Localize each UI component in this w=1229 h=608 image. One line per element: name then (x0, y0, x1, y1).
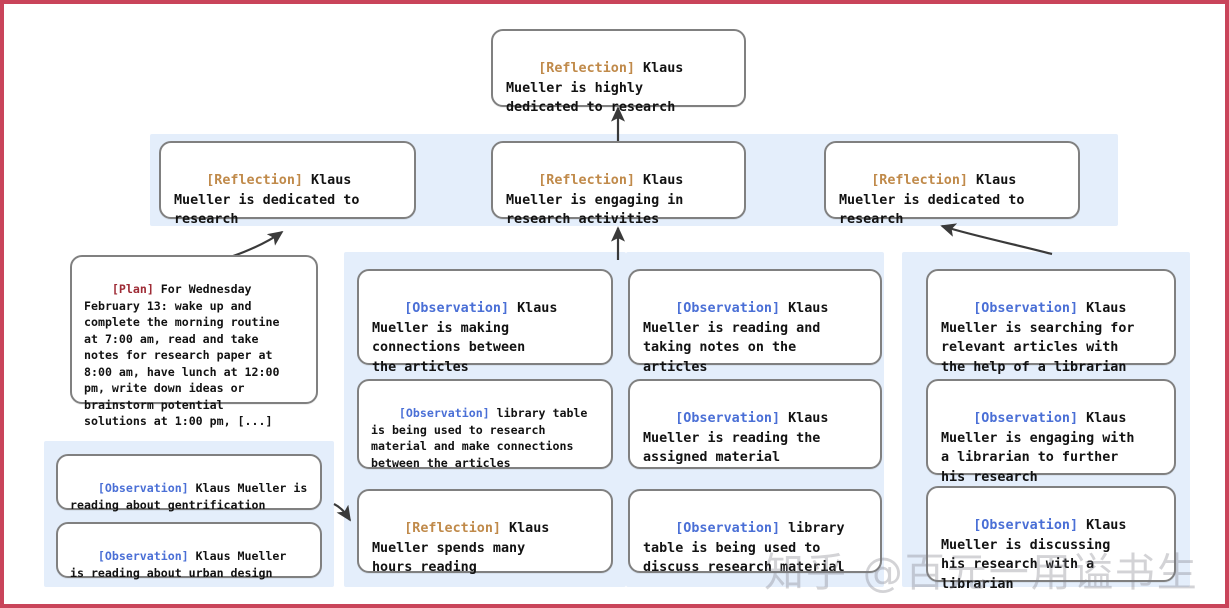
root-reflection-text: Klaus Mueller is highly dedicated to res… (506, 61, 684, 116)
col2-card-1[interactable]: [Observation] Klaus Mueller is reading a… (628, 269, 882, 375)
col1-card-3[interactable]: [Reflection] Klaus Mueller spends many h… (357, 489, 613, 576)
observation-tag: [Observation] (973, 301, 1079, 317)
observation-tag: [Observation] (675, 411, 781, 427)
observation-tag: [Observation] (675, 521, 781, 537)
plan-text: For Wednesday February 13: wake up and c… (84, 282, 280, 429)
observation-text: library table is being used to research … (371, 406, 588, 470)
col3-card-2[interactable]: [Observation] Klaus Mueller is engaging … (926, 379, 1176, 485)
left-observation-card-2[interactable]: [Observation] Klaus Mueller is reading a… (56, 522, 322, 580)
observation-tag: [Observation] (404, 301, 510, 317)
reflection-text: Klaus Mueller spends many hours reading (372, 521, 550, 576)
observation-tag: [Observation] (973, 518, 1079, 534)
reflection-card-right[interactable]: [Reflection] Klaus Mueller is dedicated … (824, 141, 1080, 227)
reflection-text: Klaus Mueller is dedicated to research (839, 173, 1025, 228)
plan-tag: [Plan] (111, 282, 154, 297)
observation-tag: [Observation] (97, 481, 189, 496)
reflection-text: Klaus Mueller is dedicated to research (174, 173, 360, 228)
observation-tag: [Observation] (97, 549, 189, 564)
arrow-col3-to-right-reflection (940, 223, 1053, 256)
observation-text: Klaus Mueller is engaging with a librari… (941, 411, 1135, 485)
reflection-tag: [Reflection] (871, 173, 968, 189)
observation-text: Klaus Mueller is discussing his research… (941, 518, 1127, 592)
reflection-tag: [Reflection] (404, 521, 501, 537)
observation-text: Klaus Mueller is reading and taking note… (643, 301, 829, 375)
observation-text: Klaus Mueller is reading the assigned ma… (643, 411, 829, 466)
observation-tag: [Observation] (675, 301, 781, 317)
observation-text: library table is being used to discuss r… (643, 521, 845, 576)
reflection-card-middle[interactable]: [Reflection] Klaus Mueller is engaging i… (491, 141, 746, 227)
col1-card-2[interactable]: [Observation] library table is being use… (357, 379, 613, 470)
col2-card-3[interactable]: [Observation] library table is being use… (628, 489, 882, 576)
observation-tag: [Observation] (398, 406, 490, 421)
observation-text: Klaus Mueller is making connections betw… (372, 301, 558, 375)
col2-card-2[interactable]: [Observation] Klaus Mueller is reading t… (628, 379, 882, 469)
observation-text: Klaus Mueller is reading about urban des… (70, 549, 287, 580)
col1-card-1[interactable]: [Observation] Klaus Mueller is making co… (357, 269, 613, 375)
reflection-tag: [Reflection] (538, 61, 635, 77)
observation-text: Klaus Mueller is reading about gentrific… (70, 481, 308, 512)
root-reflection-card[interactable]: [Reflection] Klaus Mueller is highly ded… (491, 29, 746, 115)
observation-tag: [Observation] (973, 411, 1079, 427)
observation-text: Klaus Mueller is searching for relevant … (941, 301, 1135, 375)
reflection-tag: [Reflection] (538, 173, 635, 189)
plan-card[interactable]: [Plan] For Wednesday February 13: wake u… (70, 255, 318, 428)
reflection-tag: [Reflection] (206, 173, 303, 189)
col3-card-1[interactable]: [Observation] Klaus Mueller is searching… (926, 269, 1176, 375)
reflection-card-left[interactable]: [Reflection] Klaus Mueller is dedicated … (159, 141, 416, 227)
reflection-text: Klaus Mueller is engaging in research ac… (506, 173, 684, 228)
left-observation-card-1[interactable]: [Observation] Klaus Mueller is reading a… (56, 454, 322, 512)
col3-card-3[interactable]: [Observation] Klaus Mueller is discussin… (926, 486, 1176, 592)
